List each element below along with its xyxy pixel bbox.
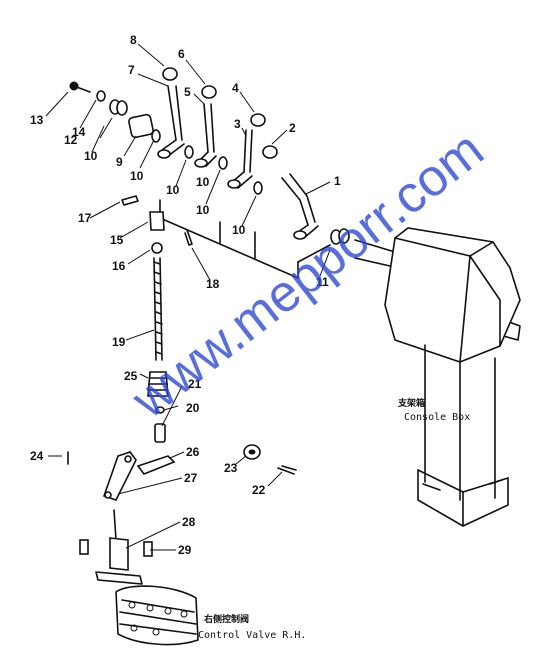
part-number: 13 bbox=[30, 113, 44, 127]
part-number: 14 bbox=[72, 125, 86, 139]
linkage bbox=[102, 451, 176, 541]
part-number: 21 bbox=[188, 377, 202, 391]
part-number: 3 bbox=[234, 117, 241, 131]
part-number: 2 bbox=[289, 121, 296, 135]
part-number: 7 bbox=[128, 63, 135, 77]
lever-1 bbox=[262, 145, 319, 240]
part-number: 10 bbox=[196, 203, 210, 217]
control-valve-label-en: Control Valve R.H. bbox=[198, 630, 306, 641]
lever-5 bbox=[194, 85, 217, 168]
knob-6 bbox=[201, 85, 217, 99]
part-number: 10 bbox=[166, 183, 180, 197]
part-number: 16 bbox=[112, 259, 126, 273]
leader-lines bbox=[45, 43, 331, 551]
part-number: 9 bbox=[116, 155, 123, 169]
lever-7 bbox=[157, 67, 185, 159]
part-number: 8 bbox=[130, 33, 137, 47]
part-number: 4 bbox=[232, 81, 239, 95]
text-labels: 支架箱 Console Box 右侧控制阀 Control Valve R.H. bbox=[198, 397, 470, 641]
part-number: 10 bbox=[84, 149, 98, 163]
rod-19 bbox=[147, 257, 169, 443]
console-box-label-cn: 支架箱 bbox=[397, 397, 425, 409]
part-number-labels: 1 2 3 4 5 6 7 8 9 10 10 10 10 10 10 11 1… bbox=[30, 33, 341, 557]
part-number: 22 bbox=[252, 483, 266, 497]
part-number: 6 bbox=[178, 47, 185, 61]
part-number: 25 bbox=[124, 369, 138, 383]
part-number: 20 bbox=[186, 401, 200, 415]
part-number: 5 bbox=[184, 85, 191, 99]
part-number: 11 bbox=[316, 275, 329, 289]
part-number: 1 bbox=[334, 174, 341, 188]
knob-4 bbox=[250, 113, 266, 127]
bracket-28 bbox=[79, 537, 153, 585]
misc-parts bbox=[67, 444, 297, 475]
part-number: 29 bbox=[178, 543, 192, 557]
control-valve-label-cn: 右侧控制阀 bbox=[203, 613, 249, 625]
small-parts bbox=[121, 195, 193, 254]
console-box-label-en: Console Box bbox=[404, 412, 470, 423]
part-number: 15 bbox=[110, 233, 124, 247]
knob-8 bbox=[162, 67, 178, 81]
part-number: 24 bbox=[30, 449, 44, 463]
lever-3 bbox=[227, 113, 266, 189]
part-number: 27 bbox=[184, 471, 198, 485]
part-number: 10 bbox=[130, 169, 144, 183]
washers-10 bbox=[151, 129, 350, 245]
part-number: 18 bbox=[206, 277, 220, 291]
knob-2 bbox=[262, 145, 278, 159]
part-number: 10 bbox=[232, 223, 246, 237]
control-valve bbox=[115, 585, 199, 646]
part-number: 23 bbox=[224, 461, 238, 475]
lever-bracket-plate bbox=[159, 199, 331, 279]
part-number: 26 bbox=[186, 445, 200, 459]
part-number: 17 bbox=[78, 211, 92, 225]
part-number: 19 bbox=[112, 335, 126, 349]
part-number: 12 bbox=[64, 133, 78, 147]
part-number: 10 bbox=[196, 175, 210, 189]
part-number: 28 bbox=[182, 515, 196, 529]
console-box bbox=[354, 227, 521, 527]
bolt-stack bbox=[69, 81, 154, 139]
